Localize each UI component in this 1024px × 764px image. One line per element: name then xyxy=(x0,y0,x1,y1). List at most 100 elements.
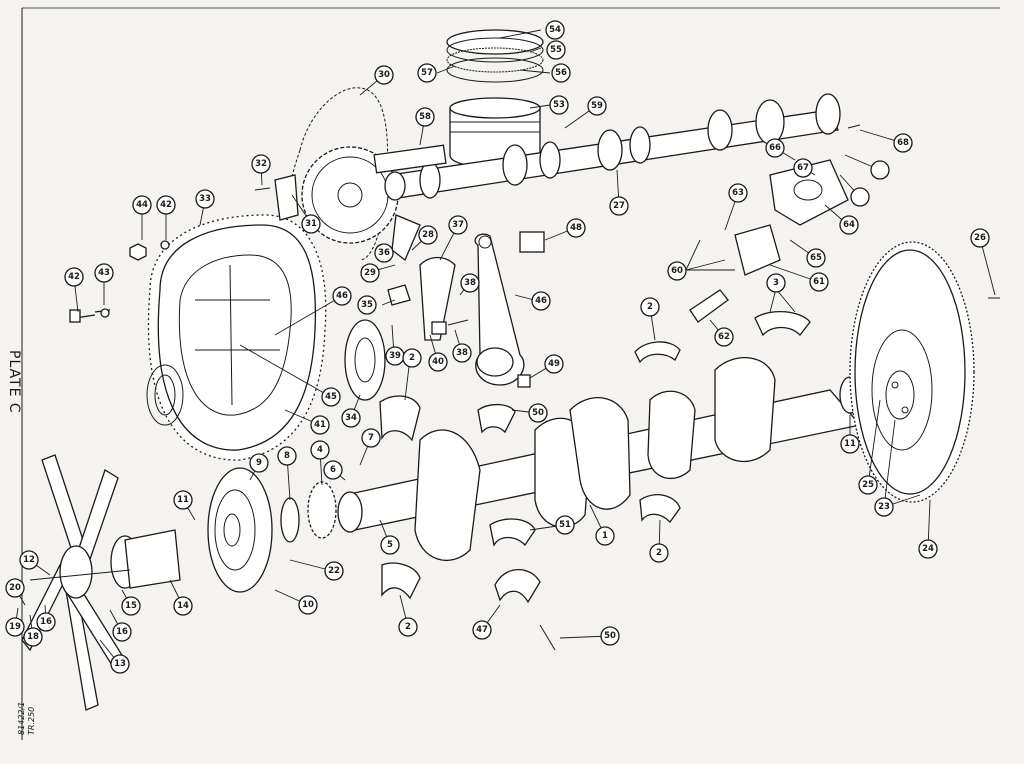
callout-28: 29 xyxy=(360,263,380,283)
callout-50a: 50 xyxy=(528,403,548,423)
callout-54: 56 xyxy=(551,63,571,83)
svg-text:20: 20 xyxy=(9,583,21,593)
svg-text:38: 38 xyxy=(464,278,476,288)
svg-text:66: 66 xyxy=(769,143,781,153)
callout-65: 67 xyxy=(793,158,813,178)
svg-text:27: 27 xyxy=(613,201,625,211)
svg-text:42: 42 xyxy=(68,272,80,282)
callout-24: 25 xyxy=(858,475,878,495)
callout-38a: 38 xyxy=(460,273,480,293)
callout-63: 65 xyxy=(806,248,826,268)
svg-text:28: 28 xyxy=(422,230,434,240)
svg-text:46: 46 xyxy=(535,296,547,306)
svg-text:37: 37 xyxy=(452,220,464,230)
svg-text:8: 8 xyxy=(284,451,290,461)
oil-seal xyxy=(344,319,386,401)
svg-text:23: 23 xyxy=(878,502,890,512)
svg-text:50: 50 xyxy=(604,631,616,641)
callout-31: 32 xyxy=(251,154,271,174)
callout-2b: 2 xyxy=(640,297,660,317)
callout-29: 30 xyxy=(374,65,394,85)
svg-text:43: 43 xyxy=(98,268,110,278)
svg-text:60: 60 xyxy=(671,266,683,276)
callout-34: 35 xyxy=(357,295,377,315)
svg-text:53: 53 xyxy=(553,100,565,110)
callout-53: 55 xyxy=(546,40,566,60)
callout-1: 1 xyxy=(595,526,615,546)
svg-text:31: 31 xyxy=(305,219,317,229)
svg-text:64: 64 xyxy=(843,220,855,230)
crank-pulley xyxy=(207,467,273,593)
svg-text:63: 63 xyxy=(732,188,744,198)
svg-text:32: 32 xyxy=(255,159,267,169)
svg-text:15: 15 xyxy=(125,601,137,611)
svg-text:49: 49 xyxy=(548,359,560,369)
callout-7: 7 xyxy=(361,428,381,448)
svg-text:2: 2 xyxy=(656,548,662,558)
callout-13: 11 xyxy=(840,434,860,454)
callout-61: 63 xyxy=(728,183,748,203)
callout-4: 4 xyxy=(310,440,330,460)
svg-text:5: 5 xyxy=(387,540,393,550)
callout-62: 64 xyxy=(839,215,859,235)
callout-17: 16 xyxy=(112,622,132,642)
svg-text:33: 33 xyxy=(199,194,211,204)
callout-39: 40 xyxy=(428,352,448,372)
callout-14: 13 xyxy=(110,654,130,674)
callout-5: 5 xyxy=(380,535,400,555)
svg-text:12: 12 xyxy=(23,555,35,565)
svg-text:68: 68 xyxy=(897,138,909,148)
callout-42b: 43 xyxy=(94,263,114,283)
connecting-rod xyxy=(474,233,525,386)
svg-text:10: 10 xyxy=(302,600,314,610)
callout-22: 23 xyxy=(874,497,894,517)
callout-66: 68 xyxy=(893,133,913,153)
callout-11: 11 xyxy=(173,490,193,510)
svg-text:47: 47 xyxy=(476,625,488,635)
callout-57: 59 xyxy=(587,96,607,116)
callout-35: 36 xyxy=(374,243,394,263)
callout-2a: 2 xyxy=(402,348,422,368)
callout-52: 54 xyxy=(545,20,565,40)
plate-label: PLATE C xyxy=(6,350,22,414)
callout-42a: 42 xyxy=(156,195,176,215)
drawing-ref-number: 81422/1 xyxy=(17,702,26,735)
svg-text:58: 58 xyxy=(419,112,431,122)
callout-46a: 46 xyxy=(531,291,551,311)
callout-67 xyxy=(870,160,890,180)
svg-text:50: 50 xyxy=(532,408,544,418)
callout-47: 48 xyxy=(566,218,586,238)
svg-text:40: 40 xyxy=(432,357,444,367)
svg-text:30: 30 xyxy=(378,70,390,80)
callout-16b: 16 xyxy=(36,612,56,632)
svg-text:9: 9 xyxy=(256,458,262,468)
svg-text:57: 57 xyxy=(421,68,433,78)
callout-15: 14 xyxy=(173,596,193,616)
svg-text:4: 4 xyxy=(317,445,323,455)
svg-text:7: 7 xyxy=(368,433,374,443)
svg-text:48: 48 xyxy=(570,223,582,233)
fan-assembly xyxy=(21,454,181,711)
svg-text:59: 59 xyxy=(591,101,603,111)
callout-44: 45 xyxy=(321,387,341,407)
svg-text:16: 16 xyxy=(116,627,128,637)
svg-text:36: 36 xyxy=(378,248,390,258)
callout-21: 22 xyxy=(324,561,344,581)
svg-text:3: 3 xyxy=(773,278,779,288)
svg-text:39: 39 xyxy=(389,351,401,361)
callout-40: 41 xyxy=(310,415,330,435)
crank-sprocket xyxy=(280,481,337,543)
callout-3: 3 xyxy=(766,273,786,293)
callout-23: 24 xyxy=(918,539,938,559)
callout-16a: 15 xyxy=(121,596,141,616)
svg-text:55: 55 xyxy=(550,45,562,55)
svg-text:2: 2 xyxy=(405,622,411,632)
oil-pump-body xyxy=(689,159,849,323)
svg-text:45: 45 xyxy=(325,392,337,402)
callout-33: 34 xyxy=(341,408,361,428)
callout-18: 18 xyxy=(23,627,43,647)
callout-48: 49 xyxy=(544,354,564,374)
svg-text:14: 14 xyxy=(177,601,189,611)
callout-20: 20 xyxy=(5,578,25,598)
